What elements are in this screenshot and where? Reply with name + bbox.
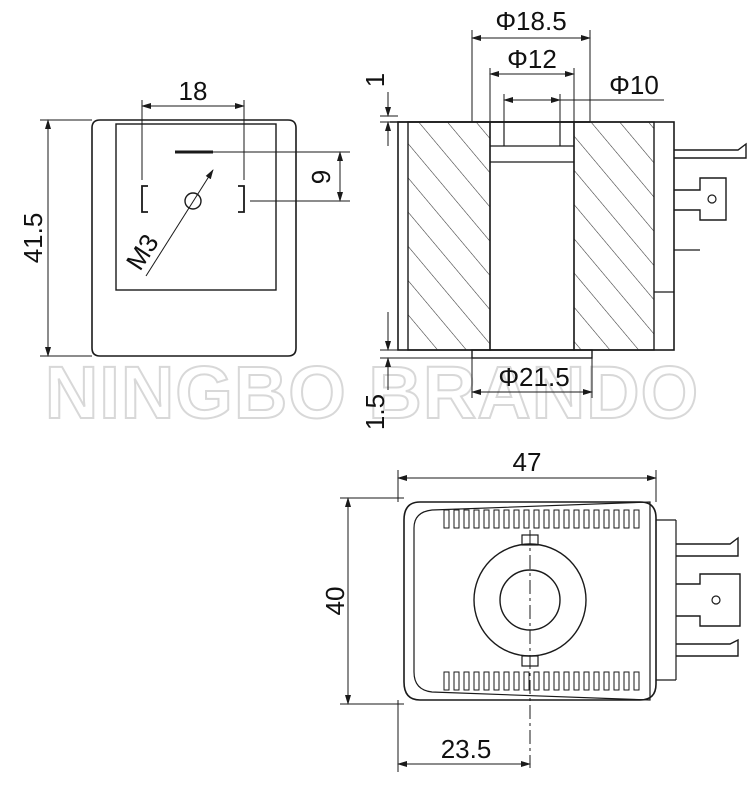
bottom-gap-label: 1.5 (360, 394, 390, 430)
front-view-pin-right (238, 185, 245, 213)
section-center-bore (489, 121, 575, 351)
inner-diameter-label: Φ10 (609, 70, 659, 100)
section-terminals (674, 142, 747, 251)
thread-label: M3 (120, 229, 165, 276)
front-view: M3 18 41.5 9 (18, 76, 350, 357)
top-length-label: 47 (513, 447, 542, 477)
outer-diameter-label: Φ18.5 (495, 6, 566, 36)
section-hatch-right (573, 121, 655, 351)
front-view-screw-hole (184, 192, 202, 210)
top-gap-label: 1 (360, 73, 390, 87)
top-view: 47 40 23.5 (320, 447, 741, 772)
front-height-label: 41.5 (18, 213, 48, 264)
section-base-flange (471, 349, 593, 359)
top-width-label: 40 (320, 587, 350, 616)
front-view-connector-face (115, 123, 277, 291)
top-view-ribs-top (443, 509, 640, 529)
top-view-ribs-bottom (443, 671, 640, 691)
front-width-label: 18 (179, 76, 208, 106)
base-diameter-label: Φ21.5 (498, 362, 569, 392)
front-offset-label: 9 (306, 170, 336, 184)
front-view-pin-left (141, 185, 148, 213)
mid-diameter-label: Φ12 (507, 44, 557, 74)
section-hatch-left (407, 121, 491, 351)
thread-leader (145, 169, 214, 277)
top-center-offset-label: 23.5 (441, 734, 492, 764)
front-view-body (91, 119, 297, 357)
top-view-terminals (656, 519, 741, 681)
section-view: Φ18.5 Φ12 Φ10 1 1.5 Φ21.5 (360, 6, 747, 430)
